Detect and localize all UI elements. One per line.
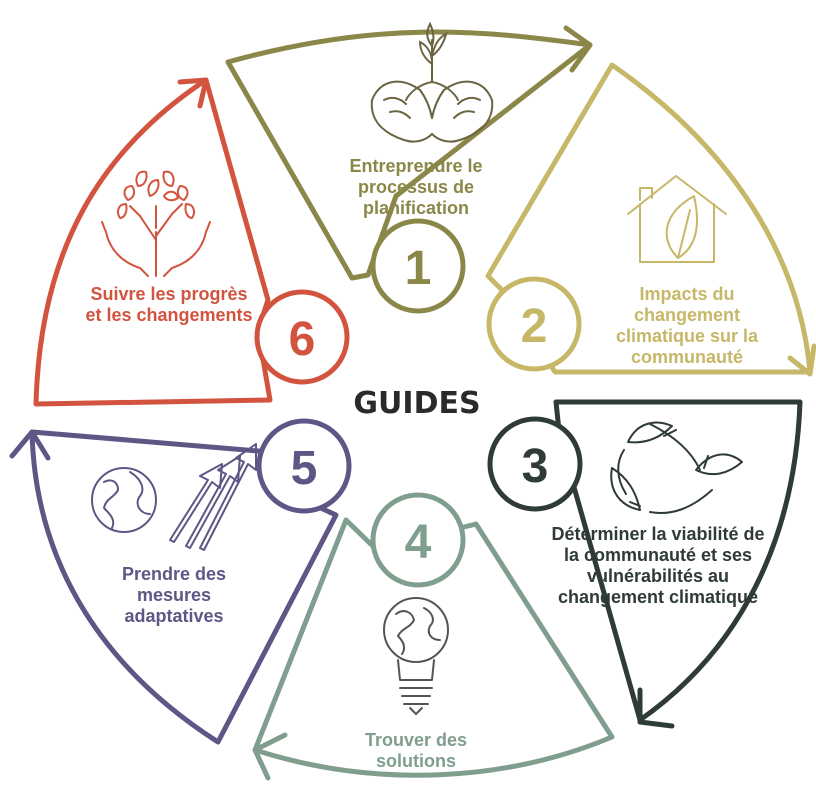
step-3-number: 3 bbox=[522, 440, 549, 493]
segment-6-arrowhead bbox=[177, 77, 209, 109]
hands-holding-tree-icon bbox=[101, 170, 211, 277]
lightbulb-globe-icon bbox=[383, 597, 449, 715]
step-3-circle bbox=[487, 416, 583, 512]
segment-4-arrowhead bbox=[252, 732, 288, 781]
step-1-label: Entreprendre le processus de planificati… bbox=[349, 156, 483, 218]
step-1-circle bbox=[370, 218, 466, 314]
center-title: GUIDES bbox=[353, 386, 480, 421]
segment-3-arrowhead bbox=[637, 687, 675, 729]
step-6-label: Suivre les progrès et les changements bbox=[85, 284, 253, 325]
segment-3-outline bbox=[553, 399, 803, 723]
step-2-number: 2 bbox=[521, 300, 548, 353]
globe-with-rising-arrows-icon bbox=[91, 443, 257, 551]
step-1-number: 1 bbox=[405, 242, 432, 295]
step-5-number: 5 bbox=[291, 442, 318, 495]
hands-holding-seedling-icon bbox=[370, 21, 494, 143]
segment-1-arrowhead bbox=[563, 25, 593, 73]
step-5-label: Prendre des mesures adaptatives bbox=[121, 564, 227, 626]
recycling-leaves-icon bbox=[610, 421, 743, 514]
segment-6-outline bbox=[33, 77, 273, 407]
segment-5-arrowhead bbox=[9, 429, 51, 461]
step-2-label: Impacts du changement climatique sur la … bbox=[615, 284, 759, 367]
step-6-circle bbox=[254, 289, 350, 385]
segment-2-arrowhead bbox=[787, 343, 816, 377]
step-2-circle bbox=[486, 276, 582, 372]
segment-5-outline bbox=[29, 429, 339, 745]
step-4-circle bbox=[370, 492, 466, 588]
step-4-number: 4 bbox=[405, 516, 432, 569]
step-5-circle bbox=[256, 418, 352, 514]
step-6-number: 6 bbox=[289, 313, 316, 366]
step-4-label: Trouver des solutions bbox=[364, 730, 468, 771]
step-3-label: Déterminer la viabilité de la communauté… bbox=[551, 524, 765, 607]
house-with-leaf-icon bbox=[627, 175, 727, 263]
